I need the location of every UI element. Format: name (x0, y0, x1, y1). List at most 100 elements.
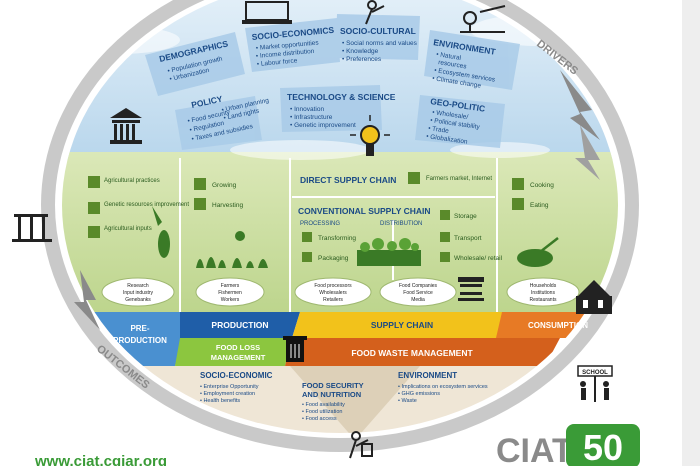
outcome-triangle (290, 366, 420, 433)
consumption-item: Cooking (530, 182, 554, 189)
actor-text: Workers (221, 297, 240, 303)
truck-icon (440, 232, 450, 242)
band-food-loss (175, 338, 292, 366)
page-side-strip (682, 0, 700, 466)
technology-item: • Infrastructure (290, 114, 333, 121)
pre-production-items: Agricultural practices Genetic resources… (88, 176, 189, 238)
government-building-icon (110, 108, 142, 144)
item-text: Genetic resources improvement (104, 202, 189, 208)
person-at-desk-icon (349, 431, 373, 459)
eating-icon (512, 198, 524, 210)
socio-cultural-item: • Knowledge (342, 48, 379, 55)
outcome-food-item: • Food access (302, 416, 337, 422)
actor-text: Farmers (221, 283, 240, 289)
actor-text: Food processors (314, 283, 352, 289)
item-text: Harvesting (212, 202, 243, 209)
technology-item: • Innovation (290, 106, 324, 113)
outcome-socio-item: • Health benefits (200, 398, 240, 404)
market-icon (408, 172, 420, 184)
item-text: Agricultural practices (104, 178, 160, 184)
pre-production-label: PRE- (130, 324, 149, 333)
footer-url[interactable]: www.ciat.cgiar.org (34, 453, 167, 466)
laptop-icon (242, 1, 292, 24)
ciat-logo-badge (566, 424, 640, 466)
drivers-arrow-icon (575, 125, 600, 180)
actor-text: Wholesalers (319, 290, 347, 296)
environment-driver-item: • Natural (436, 51, 462, 62)
environment-driver-item: resources (438, 59, 468, 70)
item-text: Agricultural inputs (104, 226, 152, 232)
actor-text: Genebanks (125, 297, 151, 303)
outcome-socio-title: SOCIO-ECONOMIC (200, 371, 273, 380)
corn-icon (152, 206, 170, 258)
produce-crate (357, 250, 421, 266)
band-food-waste (285, 338, 560, 366)
socio-cultural-item: • Preferences (342, 56, 382, 63)
outcome-food-security-title: AND NUTRITION (302, 390, 361, 399)
socio-cultural-title: SOCIO-CULTURAL (340, 26, 416, 36)
storage-icon (440, 210, 450, 220)
supply-item: Transport (454, 235, 482, 242)
sun-icon (235, 231, 245, 241)
actor-ovals (101, 277, 580, 307)
outcome-env-item: • GHG emissions (398, 391, 440, 397)
supply-item: Storage (454, 213, 477, 220)
food-loss-label: MANAGEMENT (211, 353, 266, 362)
crops-icon (196, 257, 268, 268)
trash-bin-icon (283, 336, 307, 362)
actor-text: Food Companies (399, 283, 438, 289)
food-loss-label: FOOD LOSS (216, 343, 260, 352)
consumption-item: Eating (530, 202, 549, 209)
university-icon (576, 280, 612, 314)
pre-production-label: PRODUCTION (113, 336, 167, 345)
transform-icon (302, 232, 312, 242)
ciat-logo-number: 50 (583, 427, 623, 466)
actor-text: Fishermen (218, 290, 242, 296)
supply-item: Wholesale/ retail (454, 255, 503, 262)
actor-text: Households (530, 283, 557, 289)
tree-wind-icon (460, 5, 506, 33)
band-supply-chain (292, 312, 510, 338)
driver-boxes (145, 14, 520, 150)
conventional-supply-title: CONVENTIONAL SUPPLY CHAIN (298, 206, 431, 216)
geo-politic-item: • Trade (428, 125, 450, 135)
supply-item: Transforming (318, 235, 356, 242)
cooking-icon (512, 178, 524, 190)
soup-bowl-icon (517, 249, 553, 267)
direct-supply-title: DIRECT SUPPLY CHAIN (300, 175, 396, 185)
technology-item: • Genetic improvement (290, 122, 356, 129)
irrigation-icon (12, 214, 52, 242)
outcome-env-item: • Implications on ecosystem services (398, 384, 488, 390)
school-sign-icon: SCHOOL (577, 365, 613, 402)
production-label: PRODUCTION (211, 320, 268, 330)
food-waste-label: FOOD WASTE MANAGEMENT (351, 348, 473, 358)
outcome-food-item: • Food availability (302, 402, 345, 408)
socio-cultural-item: • Social norms and values (342, 40, 418, 47)
produce-icons (360, 238, 419, 252)
actor-text: Food Service (403, 290, 433, 296)
consumption-label: CONSUMPTION (528, 321, 588, 330)
actor-text: Media (411, 297, 425, 303)
drivers-arrow-icon (560, 70, 600, 140)
package-icon (302, 252, 312, 262)
farming-items: Growing Harvesting (194, 178, 243, 210)
outcome-socio-item: • Employment creation (200, 391, 255, 397)
person-reading-icon (365, 0, 385, 25)
supply-chain-label: SUPPLY CHAIN (371, 320, 433, 330)
supply-item: Packaging (318, 255, 349, 262)
outcome-food-security-title: FOOD SECURITY (302, 381, 364, 390)
outcomes-arrow-icon (74, 270, 100, 330)
processing-label: PROCESSING (300, 221, 340, 227)
outcome-food-item: • Food utilization (302, 409, 342, 415)
technology-title: TECHNOLOGY & SCIENCE (287, 92, 396, 102)
outcome-socio-item: • Enterprise Opportunity (200, 384, 259, 390)
outcome-env-item: • Waste (398, 398, 417, 404)
item-text: Growing (212, 182, 237, 189)
outcome-environment-title: ENVIRONMENT (398, 371, 457, 380)
spoon-icon (539, 237, 559, 253)
lightbulb-icon (350, 115, 390, 156)
band-production (180, 312, 300, 338)
ciat-logo-text: CIAT (496, 432, 573, 466)
actor-text: Retailers (323, 297, 343, 303)
